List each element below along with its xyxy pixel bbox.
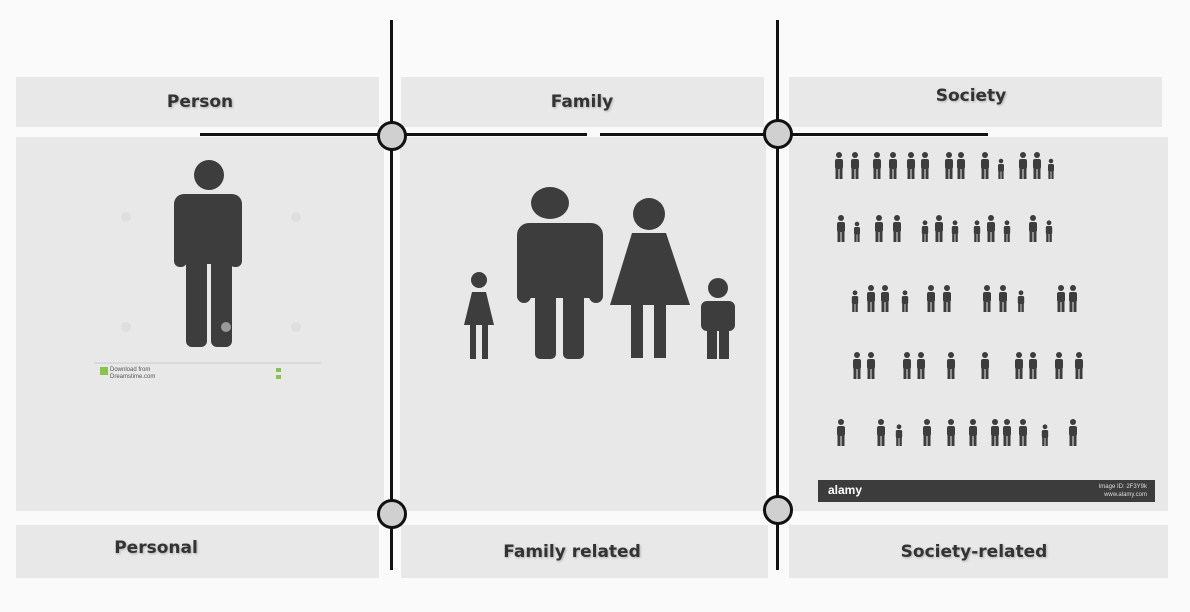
label-family: Family: [550, 92, 614, 112]
panel-society-footer: [789, 525, 1168, 578]
panel-family-footer: [401, 525, 768, 578]
divider-line-2: [776, 20, 779, 570]
watermark-text: Download from Dreamstime.com: [110, 367, 156, 380]
panel-person-header: [16, 77, 379, 127]
society-people-icon: [835, 152, 1083, 446]
label-person: Person: [166, 92, 234, 112]
alamy-banner: alamy Image ID: 2F3Y9k www.alamy.com: [818, 480, 1155, 502]
dreamstime-logo-icon: [100, 367, 108, 375]
family-icon: [464, 187, 735, 359]
node-top-right: [763, 119, 793, 149]
panel-person-footer: [16, 525, 379, 578]
society-figures-image: [835, 152, 1083, 446]
person-icon: [174, 160, 242, 347]
panel-society-image: [789, 137, 1168, 511]
divider-line-1: [390, 20, 393, 570]
panel-family-header: [401, 77, 764, 127]
label-society: Society: [935, 86, 1007, 106]
node-top-left: [377, 121, 407, 151]
family-figure-image: [464, 187, 735, 359]
alamy-meta: Image ID: 2F3Y9k www.alamy.com: [1098, 484, 1147, 498]
node-bottom-left: [377, 499, 407, 529]
label-society-related: Society-related: [900, 542, 1048, 562]
label-personal: Personal: [114, 538, 198, 558]
label-family-related: Family related: [503, 542, 641, 562]
alamy-brand: alamy: [828, 483, 863, 497]
node-bottom-right: [763, 495, 793, 525]
connector-line-right: [600, 133, 988, 136]
person-figure-image: [94, 160, 321, 379]
panel-society-header: [789, 77, 1162, 127]
